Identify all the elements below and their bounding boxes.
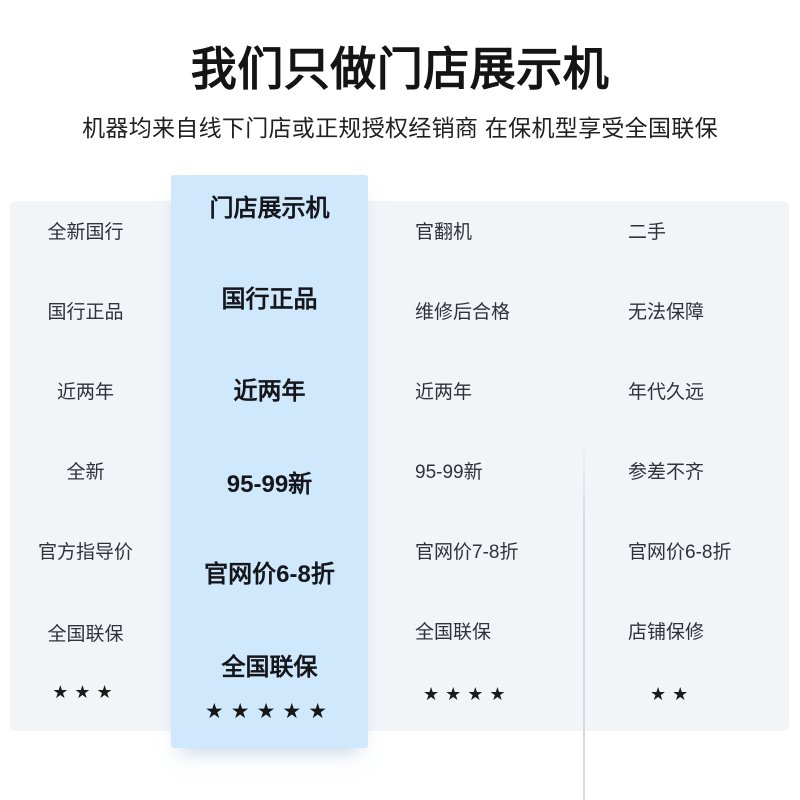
- star-rating: ★★★★: [423, 684, 512, 704]
- column-header: 官翻机: [415, 222, 473, 243]
- table-cell: 官网价6-8折: [628, 542, 732, 563]
- table-cell: 官网价6-8折: [204, 561, 335, 588]
- table-cell: 官网价7-8折: [415, 542, 519, 563]
- table-cell: 全国联保: [221, 654, 318, 681]
- column-header: 全新国行: [47, 222, 124, 243]
- column-header: 门店展示机: [209, 195, 330, 222]
- table-cell: 近两年: [56, 382, 114, 403]
- table-cell: 国行正品: [47, 302, 124, 323]
- star-rating: ★★★: [52, 682, 119, 702]
- comparison-table-panel: [10, 201, 789, 800]
- column-new-retail: 全新国行 国行正品 近两年 全新 官方指导价 全国联保 ★★★: [0, 0, 171, 800]
- column-secondhand: 二手 无法保障 年代久远 参差不齐 官网价6-8折 店铺保修 ★★: [628, 0, 790, 800]
- table-cell: 官方指导价: [37, 542, 133, 563]
- column-divider: [583, 436, 585, 800]
- table-cell: 95-99新: [226, 471, 313, 498]
- table-cell: 全国联保: [415, 622, 492, 643]
- column-refurbished: 官翻机 维修后合格 近两年 95-99新 官网价7-8折 全国联保 ★★★★: [415, 0, 590, 800]
- table-cell: 参差不齐: [628, 462, 705, 483]
- table-cell: 店铺保修: [628, 622, 705, 643]
- page-subtitle: 机器均来自线下门店或正规授权经销商 在保机型享受全国联保: [82, 115, 718, 141]
- table-cell: 全新: [66, 462, 105, 483]
- column-header: 二手: [628, 222, 667, 243]
- page-title: 我们只做门店展示机: [190, 43, 610, 95]
- table-cell: 全国联保: [47, 624, 124, 645]
- star-rating: ★★: [650, 684, 695, 704]
- table-cell: 近两年: [233, 378, 306, 405]
- table-cell: 无法保障: [628, 302, 705, 323]
- column-store-demo-highlight: 门店展示机 国行正品 近两年 95-99新 官网价6-8折 全国联保 ★★★★★: [171, 175, 368, 748]
- star-rating: ★★★★★: [204, 700, 335, 723]
- table-cell: 维修后合格: [415, 302, 511, 323]
- table-cell: 近两年: [415, 382, 473, 403]
- table-cell: 年代久远: [628, 382, 705, 403]
- table-cell: 国行正品: [221, 286, 318, 313]
- table-cell: 95-99新: [415, 462, 483, 483]
